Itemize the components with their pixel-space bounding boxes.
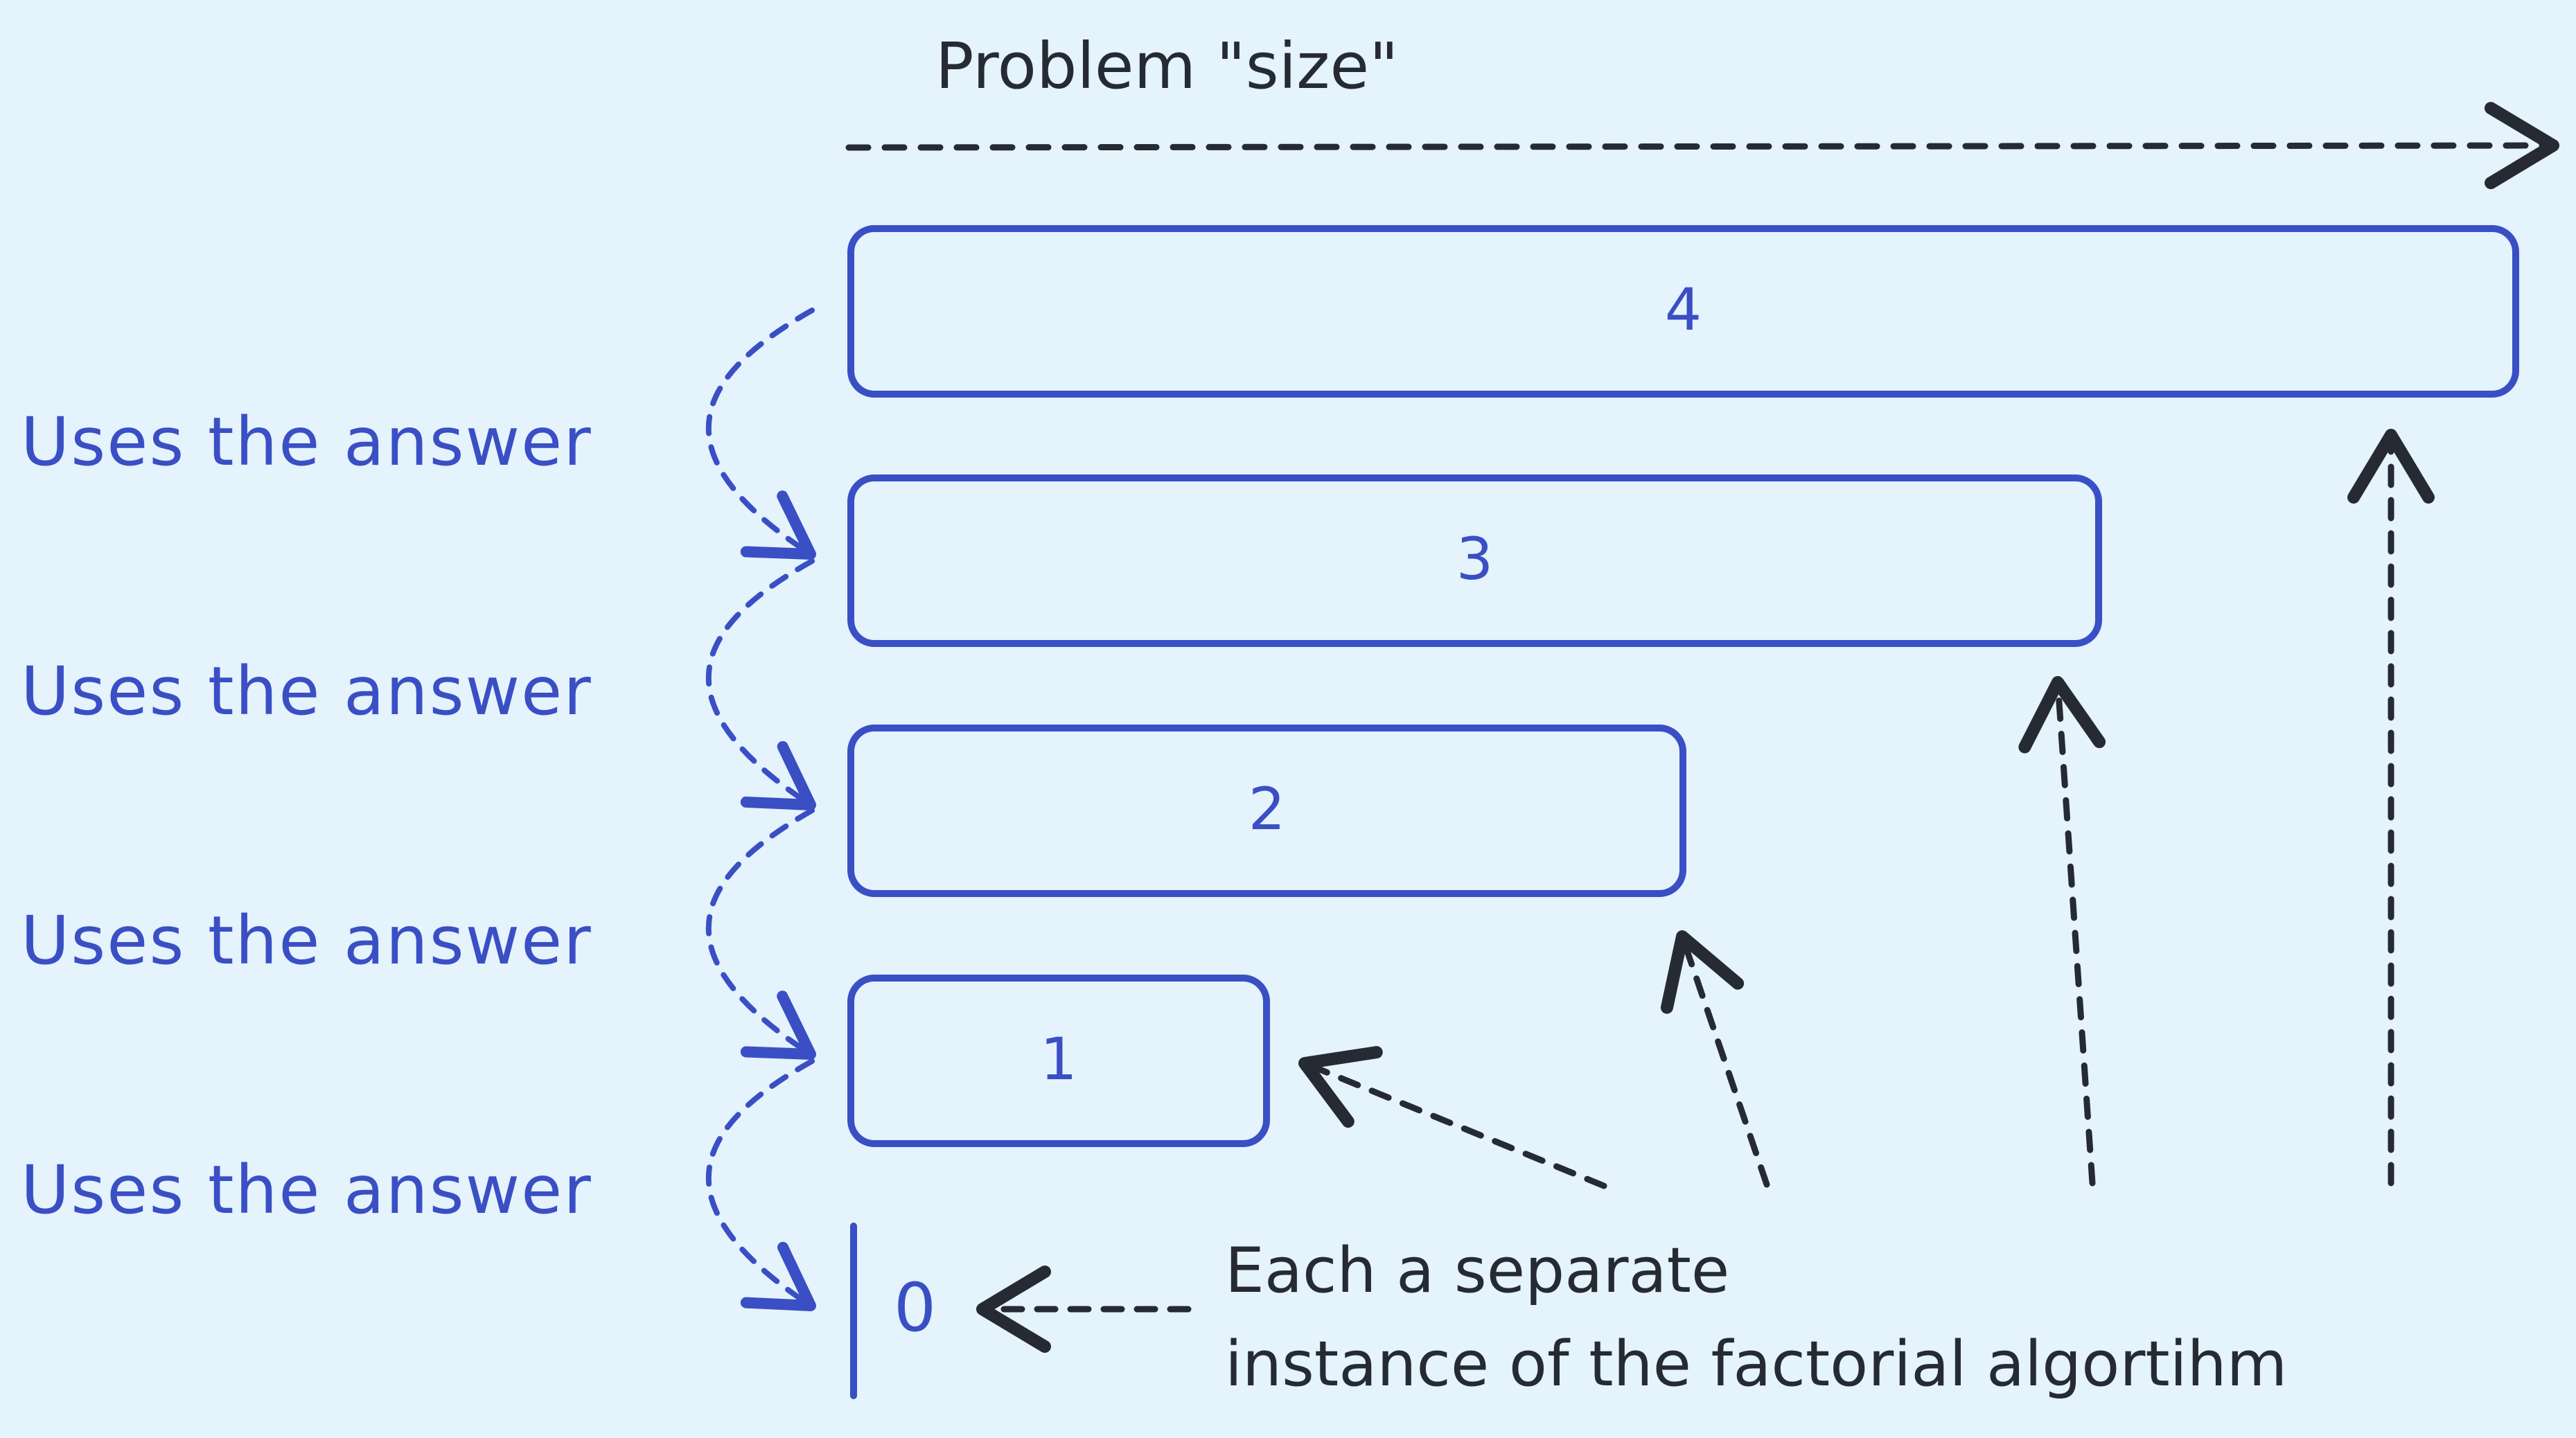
instance-arrow-3 bbox=[2018, 676, 2106, 1187]
side-label-1: Uses the answer bbox=[21, 403, 592, 481]
uses-answer-arrow-3 bbox=[705, 808, 816, 1060]
box-4 bbox=[847, 225, 2519, 398]
box-3 bbox=[847, 474, 2102, 647]
instance-arrow-2 bbox=[1660, 930, 1770, 1188]
uses-answer-arrow-2 bbox=[705, 558, 816, 810]
box-2-label: 2 bbox=[1248, 775, 1286, 843]
uses-answer-arrow-1 bbox=[705, 308, 816, 560]
instance-arrow-1 bbox=[1298, 1046, 1607, 1189]
box-4-label: 4 bbox=[1664, 276, 1702, 344]
side-label-3: Uses the answer bbox=[21, 902, 592, 979]
uses-answer-arrow-4 bbox=[705, 1058, 816, 1311]
base-case-label: 0 bbox=[894, 1269, 937, 1347]
box-2 bbox=[847, 725, 1686, 897]
box-1 bbox=[847, 975, 1270, 1147]
side-label-2: Uses the answer bbox=[21, 653, 592, 730]
problem-size-arrow bbox=[845, 102, 2559, 190]
side-label-4: Uses the answer bbox=[21, 1151, 592, 1229]
box-3-label: 3 bbox=[1456, 525, 1494, 593]
note-line-2: instance of the factorial algortihm bbox=[1225, 1328, 2288, 1401]
note-line-1: Each a separate bbox=[1225, 1234, 1730, 1307]
box-1-label: 1 bbox=[1040, 1025, 1077, 1093]
problem-size-title: Problem "size" bbox=[935, 29, 1399, 103]
